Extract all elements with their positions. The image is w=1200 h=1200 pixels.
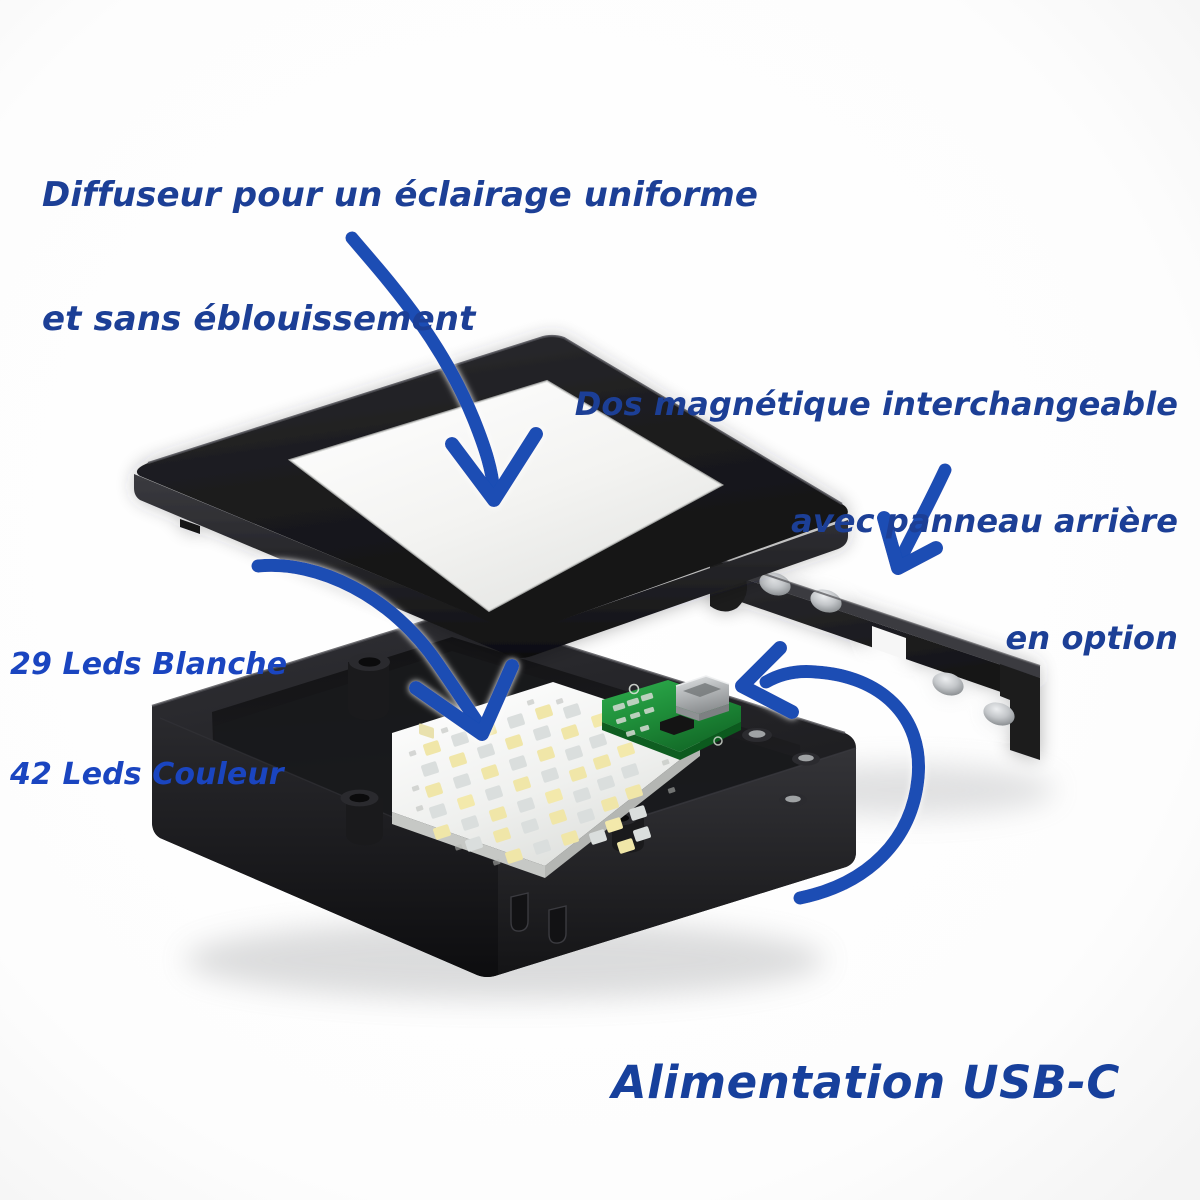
led-row — [425, 745, 639, 798]
arrow-diffuser-icon — [345, 231, 543, 507]
standoff-post — [792, 752, 820, 766]
magnetic-plate-end-hook — [1000, 664, 1040, 760]
standoff-post — [742, 728, 772, 742]
standoff-post — [779, 793, 807, 807]
annotation-diffuser: Diffuseur pour un éclairage uniforme et … — [42, 92, 758, 382]
annotation-diffuser-line-1: Diffuseur pour un éclairage uniforme — [42, 174, 759, 215]
magnet — [932, 672, 964, 696]
led-row — [465, 808, 651, 852]
housing-front-details — [510, 892, 567, 944]
annotation-magnetic-line-1: Dos magnétique interchangeable — [574, 385, 1178, 424]
magnet — [810, 589, 842, 613]
magnetic-plate-cutout — [872, 626, 906, 660]
led-row — [505, 829, 635, 864]
callout-arrows — [251, 231, 952, 905]
arrow-magnetic-icon — [877, 463, 952, 575]
annotation-magnetic-line-3: en option — [1005, 619, 1178, 658]
magnetic-plate-top — [716, 558, 1040, 678]
annotation-usb-c-line-1: Alimentation USB-C — [611, 1055, 1120, 1109]
led-board-edge-2 — [545, 744, 700, 878]
diffuser-highlight — [147, 334, 843, 505]
annotation-leds-line-1: 29 Leds Blanche — [10, 647, 288, 683]
standoff-post — [348, 653, 390, 721]
annotation-leds: 29 Leds Blanche 42 Leds Couleur — [10, 574, 287, 830]
led-row — [421, 724, 635, 777]
annotation-usb-c: Alimentation USB-C — [612, 946, 1120, 1166]
magnet-set — [759, 572, 1015, 726]
magnet — [983, 702, 1015, 726]
driver-board-pads — [612, 683, 723, 746]
diffuser-window — [290, 381, 722, 611]
standoff-post — [340, 789, 383, 846]
annotation-magnetic-line-2: avec panneau arrière — [791, 502, 1178, 541]
housing-wall-front-left — [152, 706, 498, 977]
driver-board — [602, 675, 741, 760]
magnet — [759, 572, 791, 596]
driver-ic — [660, 715, 694, 735]
annotation-diffuser-line-2: et sans éblouissement — [42, 299, 476, 340]
arrow-usbc-icon — [735, 641, 926, 905]
arrow-leds-icon — [251, 558, 519, 741]
magnetic-plate-highlight — [715, 557, 1041, 667]
usb-c-connector — [675, 675, 730, 721]
housing-wall-front-right — [498, 748, 856, 975]
led-matrix — [419, 703, 651, 864]
driver-board-edge-2 — [680, 722, 741, 760]
annotation-leds-line-2: 42 Leds Couleur — [10, 756, 284, 792]
driver-board-edge — [602, 722, 680, 760]
led-row — [429, 766, 643, 819]
diffuser-tab — [180, 519, 200, 534]
diffuser-window-border — [287, 379, 725, 613]
magnetic-plate-face — [718, 570, 1040, 731]
led-row — [433, 787, 647, 840]
annotation-magnetic-back: Dos magnétique interchangeable avec pann… — [575, 307, 1178, 697]
